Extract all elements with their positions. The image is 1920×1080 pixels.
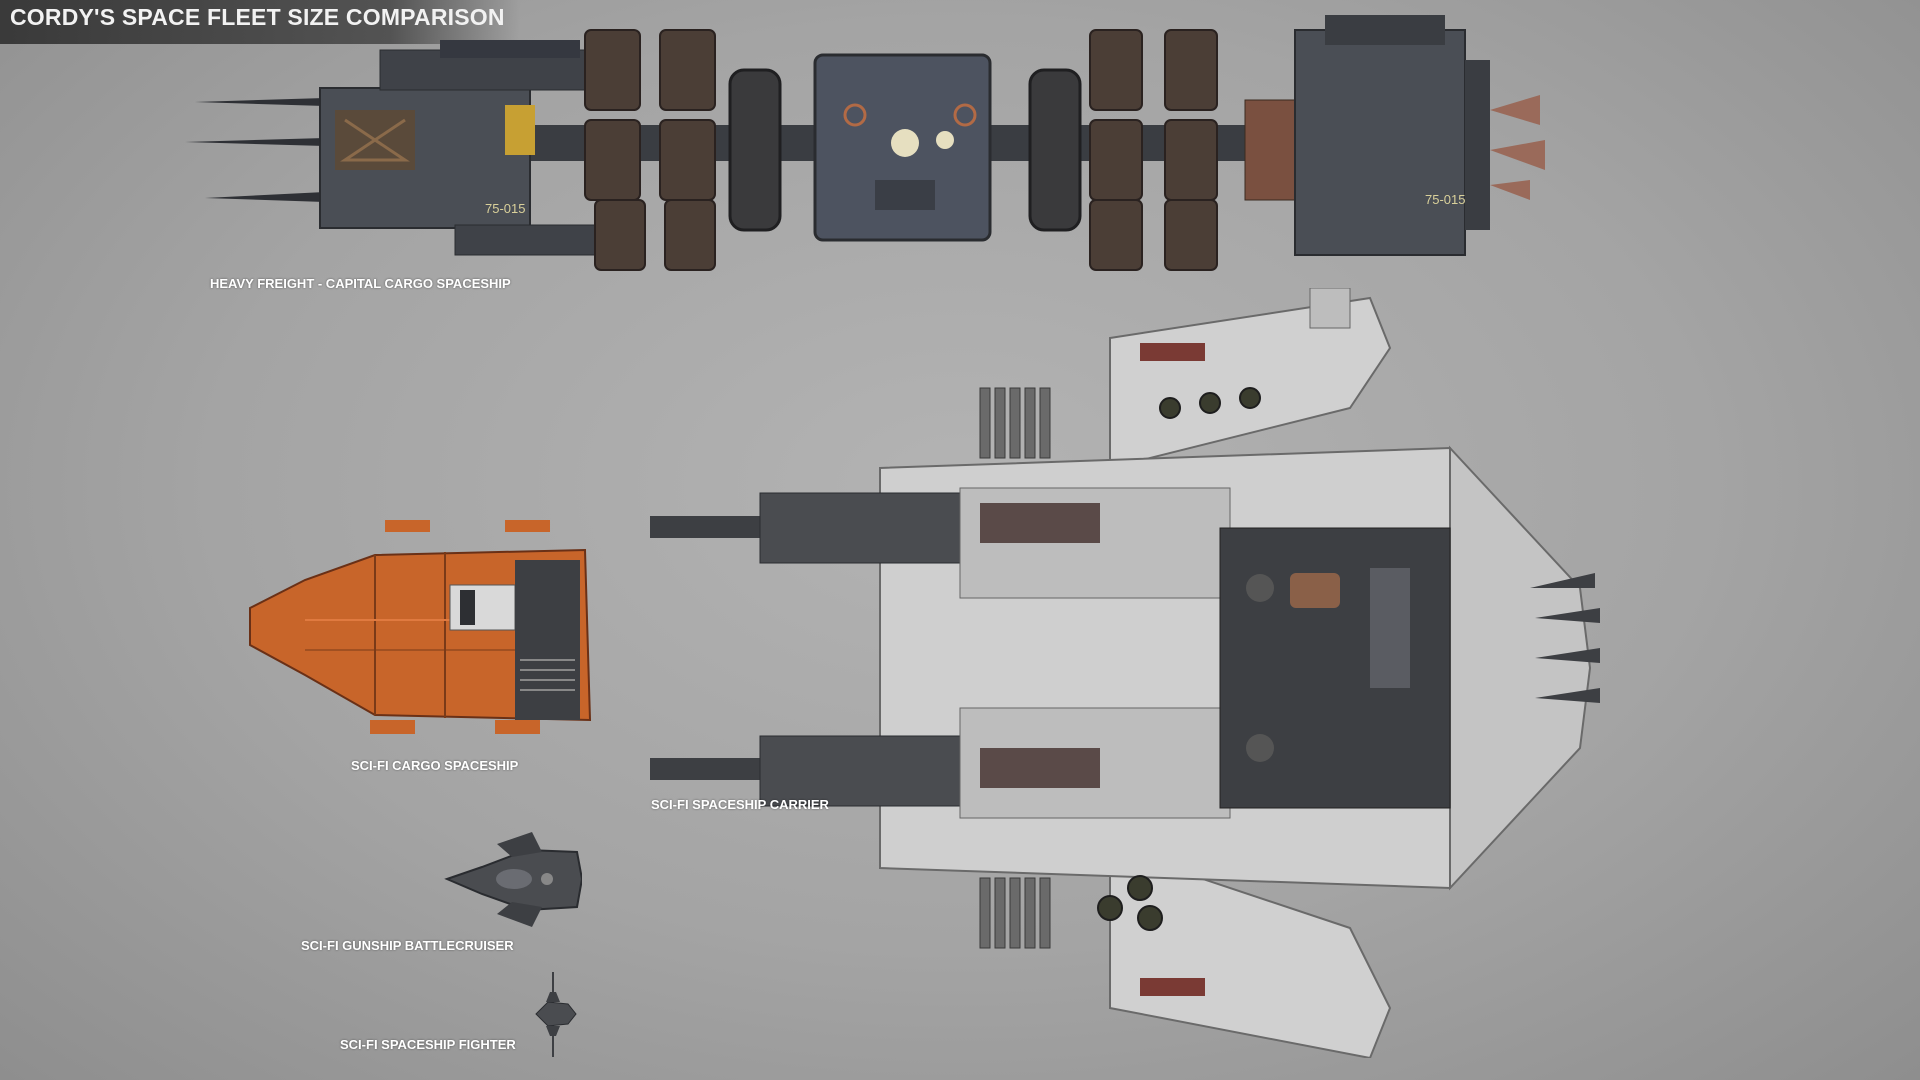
heavy-freight-label: HEAVY FREIGHT - CAPITAL CARGO SPACESHIP	[210, 276, 511, 291]
gunship-image	[442, 832, 582, 927]
page-title: CORDY'S SPACE FLEET SIZE COMPARISON	[10, 4, 505, 30]
cargo-ship-label: SCI-FI CARGO SPACESHIP	[351, 758, 519, 773]
heavy-freight-ship-image: 75-015	[185, 10, 1555, 275]
carrier-ship-label: SCI-FI SPACESHIP CARRIER	[651, 797, 829, 812]
title-banner: CORDY'S SPACE FLEET SIZE COMPARISON	[0, 0, 520, 44]
gunship-label: SCI-FI GUNSHIP BATTLECRUISER	[301, 938, 514, 953]
freight-hull-code-rear: 75-015	[1425, 192, 1465, 207]
carrier-ship-image	[650, 288, 1600, 1058]
fighter-image	[528, 972, 578, 1057]
freight-hull-code-front: 75-015	[485, 201, 525, 216]
fighter-label: SCI-FI SPACESHIP FIGHTER	[340, 1037, 516, 1052]
cargo-ship-image	[245, 520, 595, 742]
